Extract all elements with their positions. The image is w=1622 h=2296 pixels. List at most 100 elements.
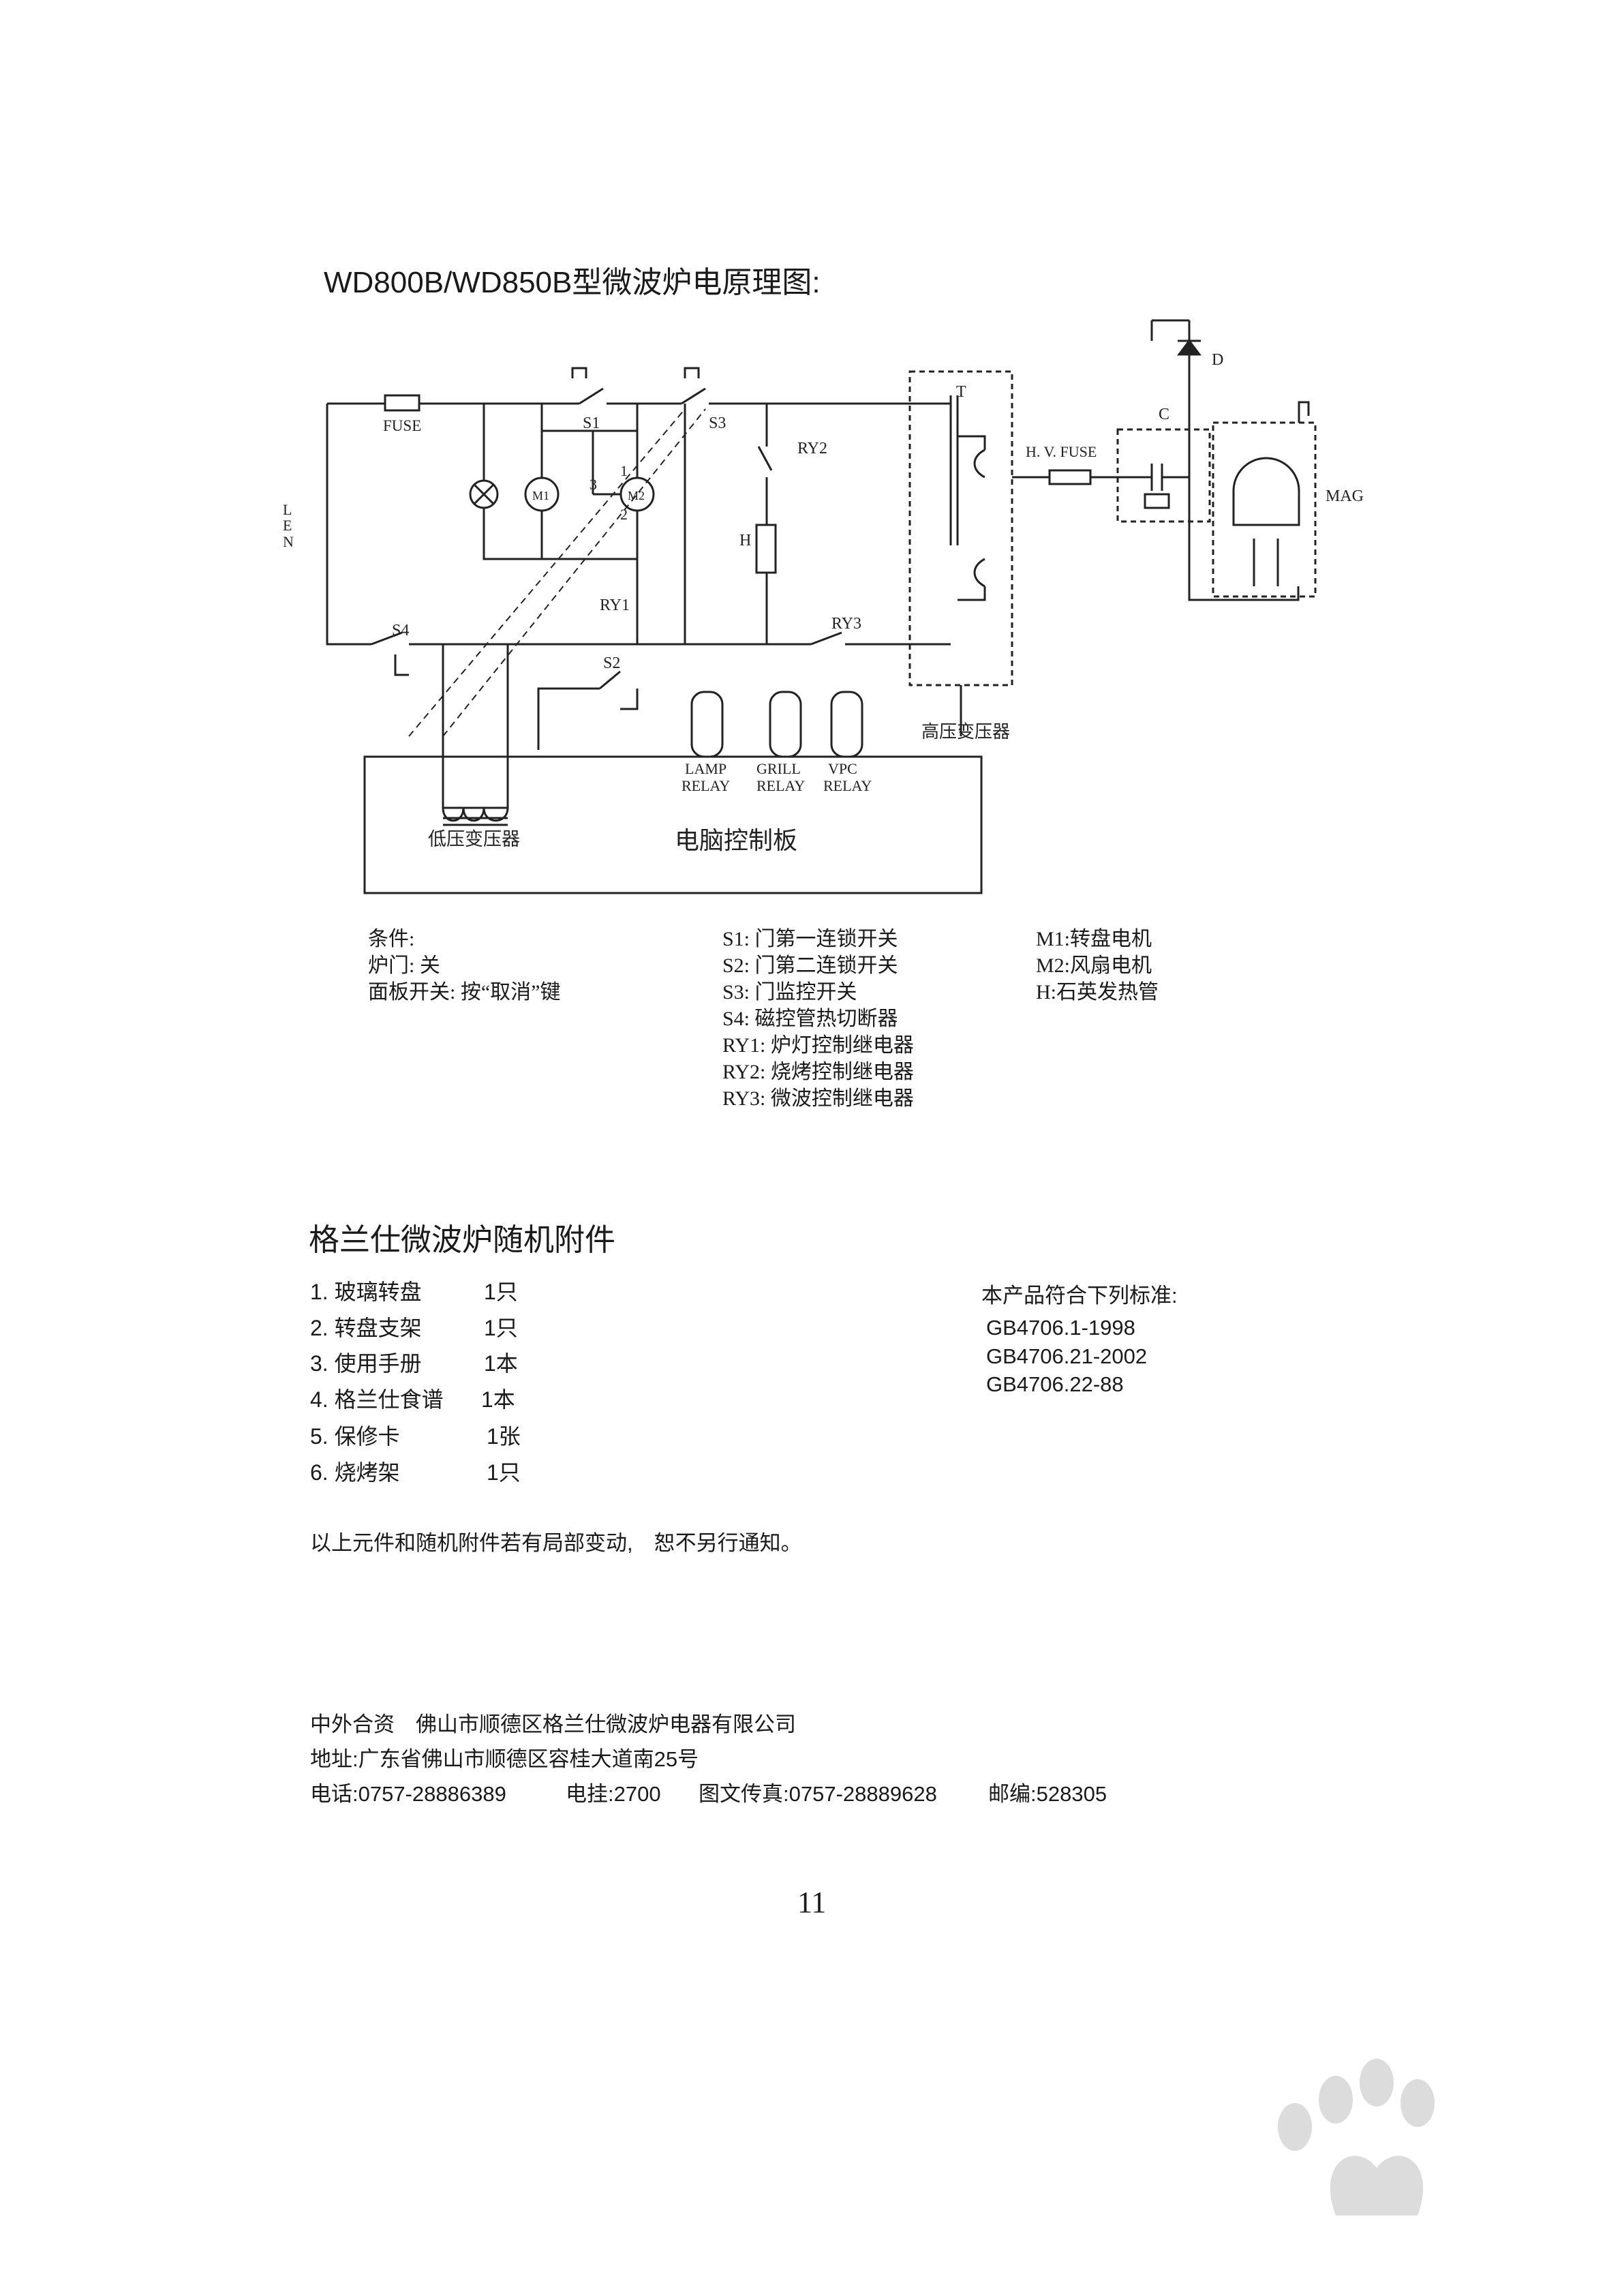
capacitor-box <box>1116 428 1211 523</box>
capacitor-label: C <box>1159 406 1169 423</box>
accessory-qty: 1张 <box>487 1424 521 1449</box>
n-terminal-label: N <box>283 533 294 550</box>
company-phone: 电话:0757-28886389 <box>310 1782 506 1806</box>
magnetron-symbol <box>1232 457 1300 526</box>
fuse-symbol <box>384 394 420 412</box>
s4-label: S4 <box>392 622 409 639</box>
m1-label: M1 <box>532 489 549 502</box>
change-notice: 以上元件和随机附件若有局部变动, 恕不另行通知。 <box>310 1531 802 1555</box>
accessory-qty: 1本 <box>484 1351 518 1376</box>
legend-s4: S4: 磁控管热切断器 <box>722 1008 898 1030</box>
hv-core <box>949 395 959 545</box>
control-board-label: 电脑控制板 <box>675 826 797 854</box>
company-fax: 图文传真:0757-28889628 <box>699 1782 937 1806</box>
transformer-label: T <box>956 383 966 401</box>
company-extension: 电挂:2700 <box>566 1782 661 1806</box>
component-legend: M1:转盘电机 M2:风扇电机 H:石英发热管 <box>1036 926 1159 1006</box>
magnetron-box <box>1212 421 1317 598</box>
circuit-schematic: FUSE L E N S1 S3 S2 S4 M1 M2 1 2 3 RY1 R… <box>283 319 1364 894</box>
condition-panel: 面板开关: 按“取消”键 <box>368 981 561 1003</box>
s4-switch-blade <box>371 631 403 646</box>
baidu-jingyan-watermark <box>1278 2059 1435 2216</box>
standard-code: GB4706.21-2002 <box>986 1344 1148 1368</box>
switch-legend: S1: 门第一连锁开关 S2: 门第二连锁开关 S3: 门监控开关 S4: 磁控… <box>722 926 914 1112</box>
standard-code: GB4706.22-88 <box>986 1372 1124 1396</box>
s1-switch-blade <box>579 387 604 405</box>
s3-actuator <box>684 367 700 378</box>
s2-switch <box>537 670 639 750</box>
grill-relay-label-1: GRILL <box>756 760 801 777</box>
ry3-label: RY3 <box>831 615 861 633</box>
accessory-item: 2. 转盘支架 <box>310 1316 422 1340</box>
vpc-relay-coil <box>830 691 863 758</box>
standard-code: GB4706.1-1998 <box>986 1316 1135 1340</box>
paw-toe-icon <box>1319 2076 1353 2124</box>
lv-transformer-label: 低压变压器 <box>428 829 520 849</box>
interlock-link <box>408 408 706 737</box>
s3-switch-blade <box>681 387 706 405</box>
accessory-qty: 1只 <box>484 1316 518 1340</box>
m2-label: M2 <box>628 489 645 502</box>
capacitor-symbol <box>1131 464 1189 491</box>
lv-transformer-lead <box>442 784 509 809</box>
hv-transformer-label: 高压变压器 <box>921 722 1010 742</box>
accessory-item: 3. 使用手册 <box>310 1351 422 1376</box>
e-terminal-label: E <box>283 517 292 534</box>
legend-ry3: RY3: 微波控制继电器 <box>722 1087 914 1110</box>
legend-m2: M2:风扇电机 <box>1036 954 1152 977</box>
hv-fuse-symbol <box>1048 469 1092 485</box>
accessory-item: 1. 玻璃转盘 <box>310 1280 422 1304</box>
s2-label: S2 <box>603 654 620 672</box>
legend-m1: M1:转盘电机 <box>1036 928 1152 950</box>
hv-fuse-label: H. V. FUSE <box>1026 443 1097 460</box>
lamp-relay-label-2: RELAY <box>682 777 730 794</box>
ry2-label: RY2 <box>797 440 827 457</box>
hv-transformer-box <box>908 370 1013 686</box>
company-address: 地址:广东省佛山市顺德区容桂大道南25号 <box>310 1747 699 1771</box>
legend-s1: S1: 门第一连锁开关 <box>722 928 898 950</box>
accessories-title: 格兰仕微波炉随机附件 <box>309 1222 616 1257</box>
grill-relay-coil <box>769 691 802 758</box>
vpc-relay-label-1: VPC <box>828 760 857 777</box>
conditions-block: 条件: 炉门: 关 面板开关: 按“取消”键 <box>368 926 560 1006</box>
legend-s2: S2: 门第二连锁开关 <box>722 954 898 977</box>
accessory-item: 6. 烧烤架 <box>310 1460 400 1485</box>
accessory-item: 4. 格兰仕食谱 <box>310 1387 444 1412</box>
diode-symbol <box>1177 339 1202 356</box>
diode-label: D <box>1212 351 1223 369</box>
pin2-label: 2 <box>620 506 628 523</box>
standards-title: 本产品符合下列标准: <box>981 1284 1178 1308</box>
paw-toe-icon <box>1278 2103 1312 2151</box>
lamp-branch <box>483 404 639 560</box>
s1-actuator <box>571 367 587 378</box>
s1-label: S1 <box>583 414 600 432</box>
ry2-contact <box>757 446 773 471</box>
company-postcode: 邮编:528305 <box>988 1782 1107 1806</box>
paw-toe-icon <box>1360 2059 1394 2106</box>
paw-pad-icon <box>1330 2156 1424 2216</box>
legend-s3: S3: 门监控开关 <box>722 981 857 1003</box>
company-name: 中外合资 佛山市顺德区格兰仕微波炉电器有限公司 <box>310 1712 796 1736</box>
hv-winding <box>973 449 985 588</box>
accessory-qty: 1本 <box>481 1387 515 1412</box>
accessory-item: 5. 保修卡 <box>310 1424 400 1449</box>
magnetron-label: MAG <box>1326 487 1364 505</box>
m2-motor-symbol <box>619 477 655 512</box>
legend-h: H:石英发热管 <box>1036 981 1159 1003</box>
ry3-contact <box>810 631 842 646</box>
l-terminal-label: L <box>283 501 292 518</box>
condition-title: 条件: <box>368 928 415 950</box>
accessory-qty: 1只 <box>484 1280 518 1304</box>
vpc-relay-label-2: RELAY <box>823 777 872 794</box>
paw-toe-icon <box>1401 2079 1435 2127</box>
grill-relay-label-2: RELAY <box>756 777 805 794</box>
s3-label: S3 <box>709 414 726 432</box>
heater-symbol <box>755 524 777 574</box>
legend-ry2: RY2: 烧烤控制继电器 <box>722 1061 914 1083</box>
page-number: 11 <box>797 1886 827 1919</box>
page-title: WD800B/WD850B型微波炉电原理图: <box>324 266 821 299</box>
control-board-box <box>363 755 983 894</box>
s4-actuator <box>394 654 409 676</box>
accessory-qty: 1只 <box>487 1460 521 1485</box>
